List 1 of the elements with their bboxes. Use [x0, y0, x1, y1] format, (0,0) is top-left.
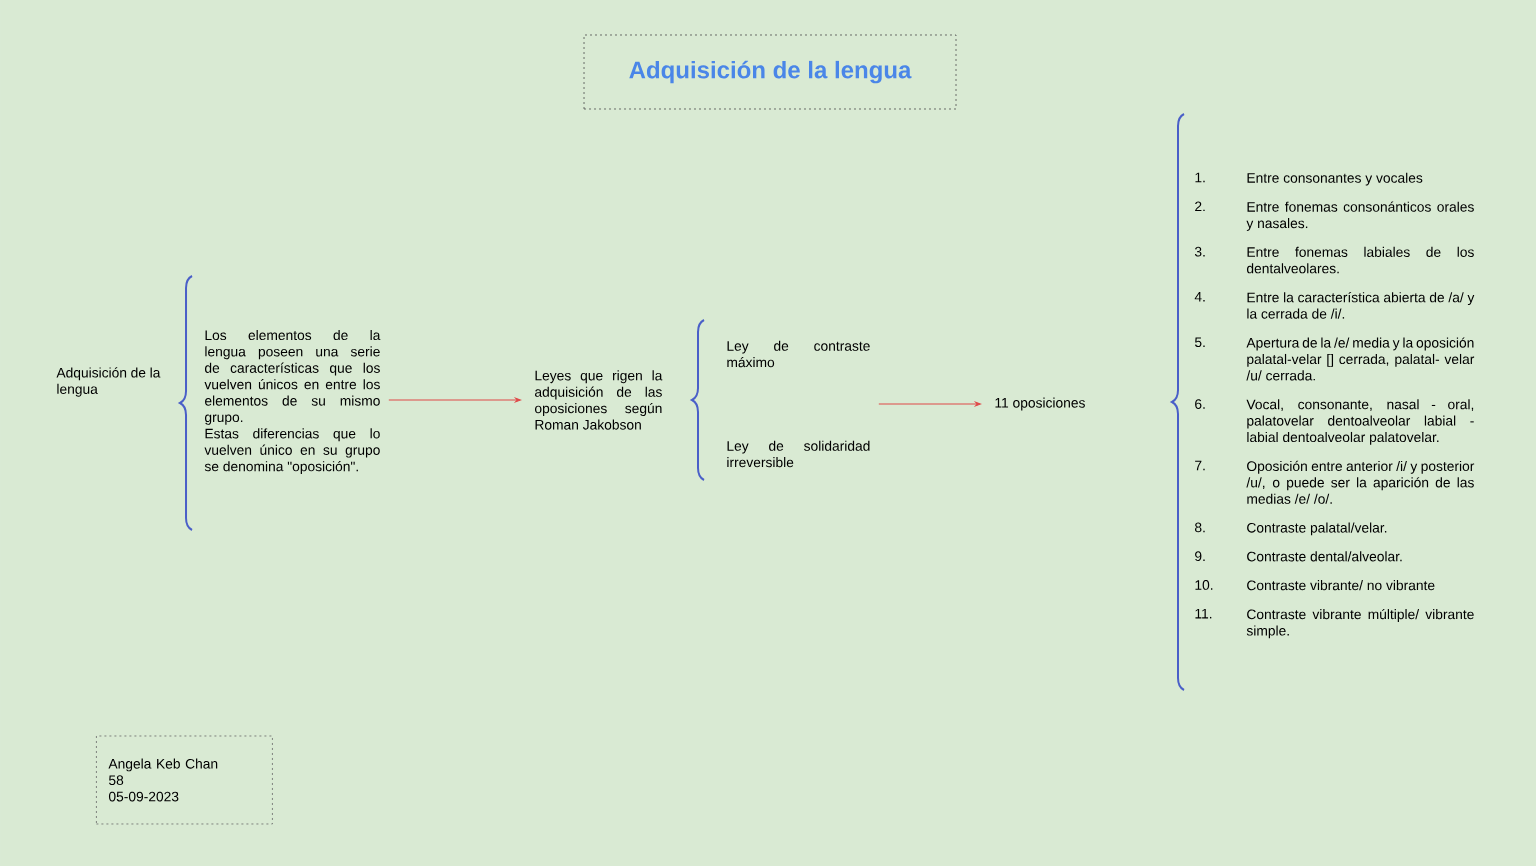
title-box: Adquisición de la lengua [583, 34, 957, 110]
